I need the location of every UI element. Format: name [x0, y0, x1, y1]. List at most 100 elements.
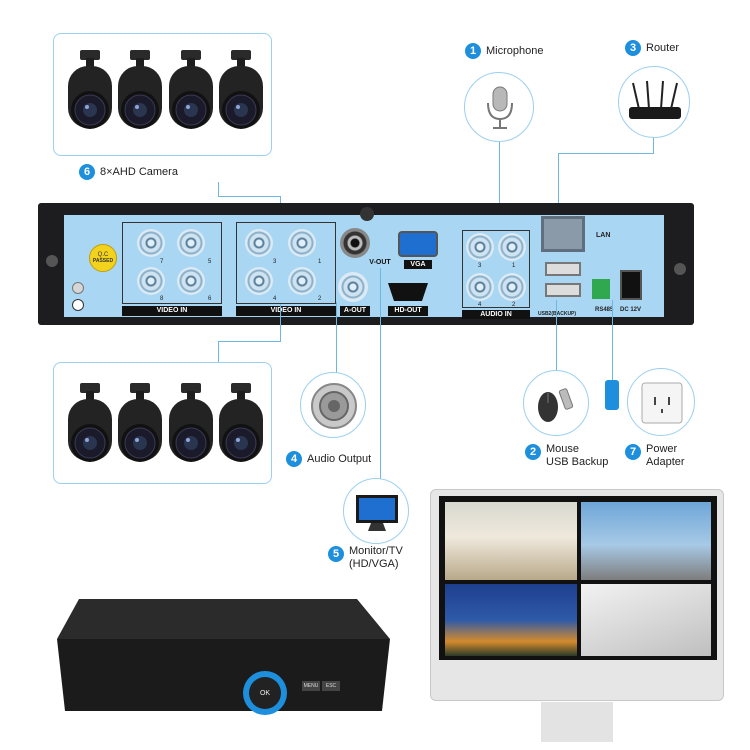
menu-button[interactable]: MENU — [302, 681, 320, 691]
number-4-badge: 4 — [286, 451, 302, 467]
monitor-icon — [343, 478, 409, 544]
ok-label: OK — [259, 689, 271, 697]
audio-label-1: 1 — [512, 263, 516, 269]
audio-in-label: AUDIO IN — [462, 310, 530, 319]
number-6-badge: 6 — [79, 164, 95, 180]
wire-camera-top — [218, 182, 219, 196]
audio-port-4[interactable] — [466, 273, 494, 301]
bnc-port-2[interactable] — [288, 267, 316, 295]
passed-text: PASSED — [92, 258, 114, 264]
view-room — [445, 502, 577, 580]
wire-camera-bottom-h — [218, 341, 280, 342]
power-adapter-icon — [627, 368, 695, 436]
mouse-label-row: 2 Mouse USB Backup — [525, 443, 608, 469]
camera-group-top — [53, 33, 272, 156]
camera-label: 8×AHD Camera — [100, 165, 178, 178]
number-2-badge: 2 — [525, 444, 541, 460]
screw-left-icon — [46, 255, 58, 267]
video-in-label-2: VIDEO IN — [236, 306, 336, 316]
microphone-icon — [464, 72, 534, 142]
wire-camera-bottom-v — [280, 304, 281, 342]
bnc-port-1[interactable] — [288, 229, 316, 257]
number-1-badge: 1 — [465, 43, 481, 59]
a-out-port[interactable] — [338, 272, 368, 302]
wire-router-h — [558, 153, 654, 154]
audio-label-2: 2 — [512, 302, 516, 308]
wire-microphone — [499, 142, 500, 234]
qc-sticker: Q.C PASSED — [89, 244, 117, 272]
menu-label: MENU — [303, 683, 319, 689]
esc-button[interactable]: ESC — [322, 681, 340, 691]
camera-label-row: 6 8×AHD Camera — [79, 164, 178, 180]
wire-audio-output — [336, 302, 337, 374]
wire-usb — [556, 300, 557, 372]
bnc-port-7[interactable] — [137, 229, 165, 257]
power-label: Power — [646, 443, 678, 455]
audio-output-icon — [300, 372, 366, 438]
bnc-label-1: 1 — [318, 259, 322, 265]
bnc-label-8: 8 — [160, 296, 164, 302]
camera-group-bottom-icon — [67, 382, 264, 463]
mouse-label: Mouse — [546, 443, 580, 455]
number-7-badge: 7 — [625, 444, 641, 460]
esc-label: ESC — [325, 683, 337, 689]
v-out-label: V-OUT — [369, 259, 391, 266]
bnc-port-4[interactable] — [245, 267, 273, 295]
vga-port[interactable] — [398, 231, 438, 257]
wire-camera-bottom-v2 — [218, 341, 219, 363]
power-plug-icon — [605, 380, 619, 410]
qc-text: Q.C — [97, 252, 109, 258]
adapter-label: Adapter — [646, 456, 685, 468]
camera-group-top-icon — [67, 49, 264, 130]
lan-port[interactable] — [541, 216, 585, 252]
bnc-port-8[interactable] — [137, 267, 165, 295]
audio-port-3[interactable] — [466, 233, 494, 261]
bnc-label-2: 2 — [318, 296, 322, 302]
monitor-label-row: 5 Monitor/TV (HD/VGA) — [328, 545, 403, 571]
video-in-group-2 — [236, 222, 336, 304]
audio-output-label: Audio Output — [307, 452, 372, 465]
usb-backup-label: USB Backup — [546, 456, 609, 468]
display-monitor — [430, 489, 724, 742]
video-in-group-1 — [122, 222, 222, 304]
router-label-row: 3 Router — [625, 40, 679, 56]
monitor-label: Monitor/TV — [349, 545, 403, 557]
bnc-label-3: 3 — [273, 259, 277, 265]
audio-label-4: 4 — [478, 302, 482, 308]
dc-port[interactable] — [620, 270, 642, 300]
bnc-port-5[interactable] — [177, 229, 205, 257]
ok-button[interactable]: OK — [249, 677, 281, 709]
v-out-port[interactable] — [340, 228, 370, 258]
audio-port-1[interactable] — [498, 233, 526, 261]
view-mall — [581, 584, 711, 656]
view-house — [445, 584, 577, 656]
microphone-label: Microphone — [486, 44, 544, 57]
usb-port-2[interactable] — [545, 283, 581, 297]
wire-power — [612, 300, 613, 380]
hd-out-label: HD-OUT — [388, 306, 428, 316]
number-5-badge: 5 — [328, 546, 344, 562]
lan-label: LAN — [596, 232, 611, 239]
rs485-port[interactable] — [592, 279, 610, 299]
bnc-port-3[interactable] — [245, 229, 273, 257]
audio-in-group — [462, 230, 530, 308]
wire-router-v2 — [558, 153, 559, 217]
a-out-label: A-OUT — [340, 306, 370, 316]
usb-port-1[interactable] — [545, 262, 581, 276]
number-3-badge: 3 — [625, 40, 641, 56]
ground-symbol-icon — [72, 299, 84, 311]
video-in-label-1: VIDEO IN — [122, 306, 222, 316]
bnc-label-4: 4 — [273, 296, 277, 302]
hd-out-port[interactable] — [388, 283, 428, 301]
ok-button-ring[interactable]: OK — [243, 671, 287, 715]
bnc-label-5: 5 — [208, 259, 212, 265]
vga-label: VGA — [404, 260, 432, 269]
rs485-label: RS485 — [595, 307, 614, 313]
router-icon — [618, 66, 690, 138]
usb-label: USB2(BACKUP) — [538, 311, 577, 317]
router-label: Router — [646, 41, 680, 54]
dvr-body-icon — [57, 599, 390, 711]
audio-output-label-row: 4 Audio Output — [286, 451, 371, 467]
audio-port-2[interactable] — [498, 273, 526, 301]
bnc-port-6[interactable] — [177, 267, 205, 295]
